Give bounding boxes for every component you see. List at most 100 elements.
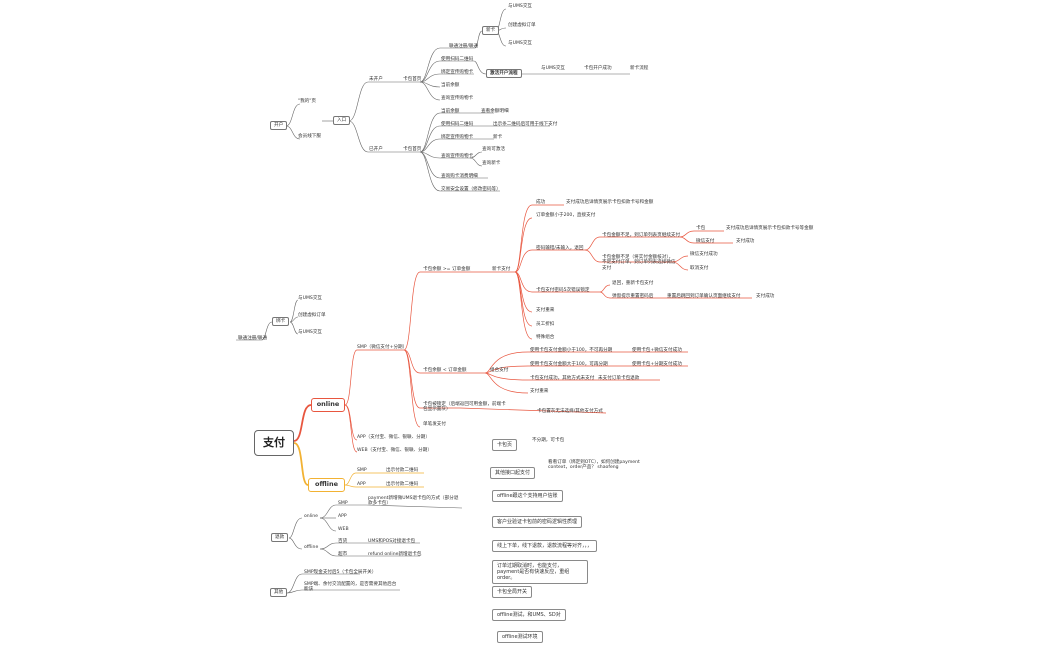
note-kabao-quanju: 卡包全局开关	[492, 586, 533, 598]
node-qita: 其他	[270, 588, 288, 597]
node-lianteng: 联通注册/联通	[449, 44, 479, 49]
node-tk-chaoshi: 超市	[338, 552, 348, 557]
node-teshu: 特殊组合	[536, 335, 555, 340]
node-web-line: WEB（支付宝、微信、银联、分期）	[357, 448, 432, 453]
node-off-smp: SMP	[357, 468, 367, 473]
note-qita-duijie: 其他接口起支付	[490, 467, 536, 479]
node-kaihu: 开户	[270, 121, 288, 130]
node-app-line: APP（支付宝、微信、银联、分期）	[357, 435, 430, 440]
node-kabao-lt: 卡包余额 < 订单金额	[423, 368, 467, 373]
node-smp: SMP（微信支付+分期）	[357, 345, 408, 350]
node-tk-smp: SMP	[338, 501, 348, 506]
node-ums-3: 与UMS交互	[541, 66, 566, 71]
node-xiaofei: 查询购卡消费明细	[441, 174, 478, 179]
node-qita-b: SMP端、余付交流配置的，是否需要其他后台能该	[304, 582, 397, 593]
node-xinka-2: 新卡	[493, 135, 503, 140]
node-mingxi: 查看余额明细	[481, 109, 509, 114]
node-tk-app: APP	[338, 514, 347, 519]
node-jiehuan: 支付重来	[536, 308, 555, 313]
node-tk-baihuo-d: UMS和POS对接退卡包	[368, 539, 416, 544]
node-offline: offline	[308, 478, 345, 492]
node-zhifu-ok: 支付成功	[756, 294, 775, 299]
node-xiaoyu-200: 订单金额小于200，直接支付	[536, 213, 596, 218]
node-saoma-1: 使用扫码二维码	[441, 57, 474, 62]
node-xiugai: 卡包被锁定（后端返回可用金额，前端卡包显示置灰）	[423, 402, 506, 413]
node-zuhe: 组合支付	[490, 368, 509, 373]
node-weikaihu: 未开户	[369, 77, 383, 82]
node-bangding-2: 绑定宣传购物卡	[441, 135, 474, 140]
node-tk-smp-d: payment新增微UMS退卡包的方式（部分退款多卡包）	[368, 496, 459, 507]
node-zuhe-c-d: 未支付订单卡包退款	[598, 376, 640, 381]
node-chenggong-detail: 支付成功后详情页展示卡包扣款卡号和金额	[566, 200, 654, 205]
node-quxiao-b: 取消支付	[690, 266, 709, 271]
node-xiugai-d: 卡包置灰无法选择/其他支付方式	[537, 409, 603, 414]
node-tk-web: WEB	[338, 527, 349, 532]
node-anquan: 交易安全设置（修改密码等）	[441, 187, 501, 192]
node-danmian: 单笔发支付	[423, 422, 446, 427]
node-kabaoshouye-2: 卡包首页	[403, 147, 422, 152]
node-tk-offline: offline	[304, 545, 319, 550]
note-xianxia: 线上下单，线下退款，退款流程等对齐，，，	[492, 540, 598, 552]
node-xinka: 新卡	[482, 26, 500, 35]
node-jihuo-flow: 激活开户流程	[486, 69, 522, 78]
node-mima: 密码输错/未输入，退回	[536, 246, 584, 251]
node-zuhe-a-d: 使用卡包+微信支付成功	[632, 348, 682, 353]
node-yikaihu: 已开户	[369, 147, 383, 152]
note-kabaoye-d: 不分期，可卡包	[532, 438, 565, 443]
node-kabaoshouye-1: 卡包首页	[403, 77, 422, 82]
node-off-app: APP	[357, 482, 366, 487]
node-bangka: 绑卡	[272, 317, 290, 326]
node-bangka-c: 与UMS交互	[298, 330, 323, 335]
node-xianxia: 会员线下服	[298, 134, 321, 139]
node-ums-1: 与UMS交互	[508, 4, 533, 9]
node-chaxun-1: 查询宣传购物卡	[441, 96, 474, 101]
node-dingdan-1: 创建虚拟订单	[508, 23, 536, 28]
node-zuhe-d: 支付重来	[530, 389, 549, 394]
node-dangqian-2: 当前余额	[441, 109, 460, 114]
root-node-zhifu: 支付	[254, 430, 294, 456]
node-qita-a: SMP现金支付后5（卡包全局开关）	[304, 570, 377, 575]
note-offline-huanjing: offline测试环境	[497, 631, 543, 643]
node-kabao-a-d: 支付成功后详情页展示卡包扣款卡号等金额	[726, 226, 814, 231]
node-xinka-liucheng: 新卡流程	[630, 66, 649, 71]
node-chongzhi-d: 重置后跳回到订单确认页面继续支付	[667, 294, 741, 299]
note-kehu-yanzheng: 客户业验证卡包前的密码逻辑性质理	[492, 516, 583, 528]
node-chaxun-2: 查询宣传购物卡	[441, 154, 474, 159]
node-zuhe-b-d: 使用卡包+分期支付成功	[632, 362, 682, 367]
node-tk-online: online	[304, 514, 319, 519]
node-off-app-d: 出示付款二维码	[386, 482, 419, 487]
node-tk-baihuo: 百货	[338, 539, 348, 544]
node-bangka-b: 创建虚拟订单	[298, 313, 326, 318]
node-weixin-a-d: 支付成功	[736, 239, 755, 244]
node-kaihu-ok: 卡包开户成功	[584, 66, 612, 71]
note-offline-zhichi: offline跟这个支持用户信账	[492, 490, 563, 502]
node-online: online	[311, 398, 345, 412]
node-dangqian-1: 当前余额	[441, 83, 460, 88]
node-tk-chaoshi-d: refund online新增退卡包	[368, 552, 422, 557]
node-kabao-ge: 卡包余额 >= 订单金额	[423, 267, 471, 272]
node-ums-2: 与UMS交互	[508, 41, 533, 46]
node-zuhe-a: 使用卡包支付金额小于100，不可再分期	[530, 348, 613, 353]
node-tuihui: 退回，重新卡包支付	[612, 281, 654, 286]
node-xinka-zhifu: 新卡支付	[492, 267, 511, 272]
note-qita-duijie-d: 看看订单（绑定到OTC），如何创建payment context，order产品…	[548, 460, 640, 471]
node-yuangong: 员工折扣	[536, 322, 555, 327]
node-yue-buzu-2: 卡包金额不足（将实付金额核对），不足支付订单，到订单列表选择微信支付	[602, 255, 676, 271]
node-suoding: 卡包支付密码5次错误锁定	[536, 288, 590, 293]
node-bangka-left: 联通注册/联通	[238, 336, 268, 341]
node-chaxun-xk: 查询新卡	[482, 161, 501, 166]
node-zuhe-b: 使用卡包支付金额大于100，可再分期	[530, 362, 608, 367]
node-weixin-b: 微信支付成功	[690, 252, 718, 257]
node-chongzhi: 弹窗提示重置密码后	[612, 294, 654, 299]
note-kabaoye: 卡包页	[492, 439, 518, 451]
node-chenggong: 成功	[536, 200, 546, 205]
node-off-smp-d: 出示付款二维码	[386, 468, 419, 473]
node-saoma-2: 使用扫码二维码	[441, 122, 474, 127]
node-chaxun-jh: 查询可激活	[482, 147, 505, 152]
node-erweima: 出示条二维码后可用于线下支付	[493, 122, 558, 127]
node-yue-buzu: 卡包金额不足，到订单列表页继续支付	[602, 233, 681, 238]
note-offline-ceshi: offline测试，和UMS、SD对	[492, 609, 566, 621]
note-dingdan: 订单过期取消时，也能支付，payment是否有快速反应，重组order。	[492, 560, 588, 584]
node-rukou: 入口	[333, 116, 351, 125]
